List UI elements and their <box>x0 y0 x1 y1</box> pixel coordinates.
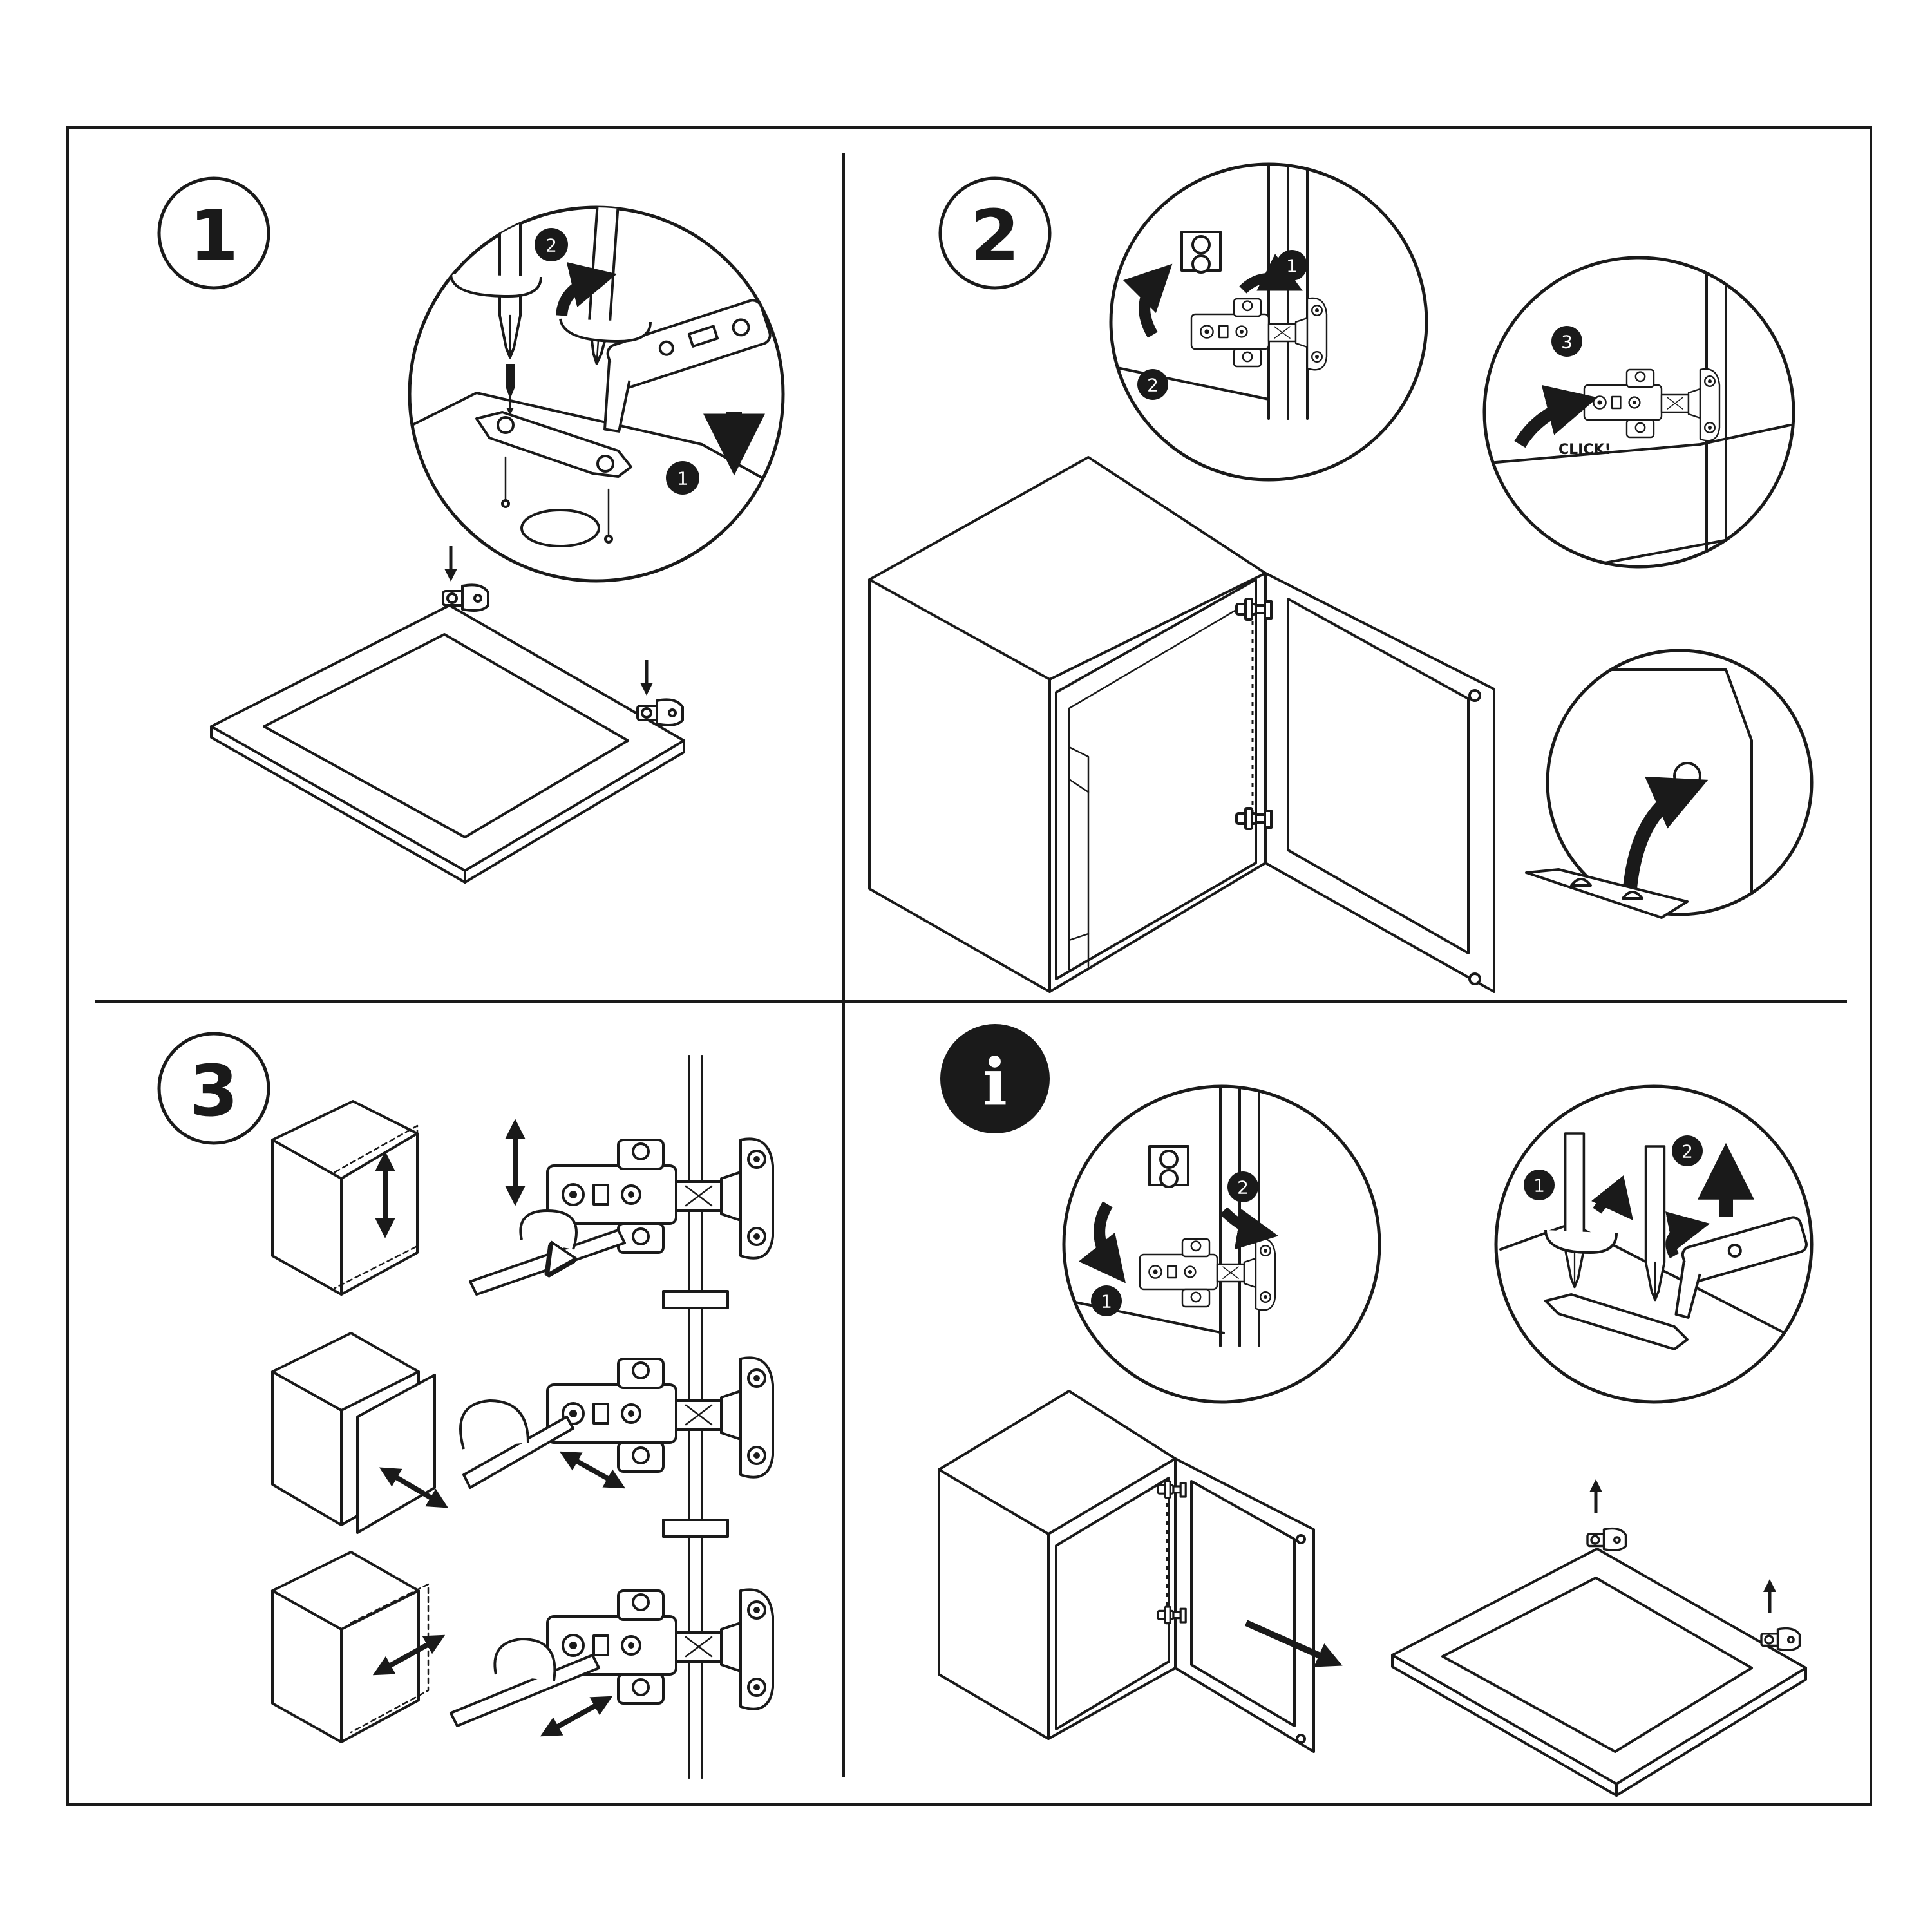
info-marker <box>940 1024 1050 1133</box>
outer-frame <box>66 126 1872 1806</box>
svg-text:2: 2 <box>1147 375 1159 396</box>
panel-step-3: 3 <box>157 1032 774 1779</box>
hinge-icon-door-b <box>636 698 684 726</box>
panel-info: i 1 2 <box>938 1024 1814 1797</box>
callout-badge-1 <box>1524 1170 1555 1200</box>
hinge-icon <box>603 299 772 433</box>
callout-badge-2 <box>1137 369 1168 400</box>
step-number-1: 1 <box>189 194 239 277</box>
zoom-release-hinge: 1 2 <box>1062 1084 1381 1404</box>
callout-badge-1 <box>1276 250 1307 281</box>
step-marker-3 <box>157 1032 270 1145</box>
svg-text:3: 3 <box>1561 332 1573 353</box>
click-label: CLICK! <box>1558 442 1611 458</box>
callout-badge-1 <box>1091 1285 1122 1316</box>
zoom-unscrew-hinge: 1 2 <box>1494 1084 1814 1404</box>
svg-text:2: 2 <box>1237 1177 1249 1198</box>
svg-text:1: 1 <box>1101 1291 1112 1312</box>
panel-step-2: 2 1 2 <box>868 162 1814 993</box>
panel-step-1: 1 <box>157 176 785 884</box>
zoom-drill-screw: 1 2 <box>408 205 785 583</box>
hinge-icon-adjust-height <box>546 1137 774 1260</box>
cabinet-door-removal <box>938 1390 1343 1753</box>
svg-text:1: 1 <box>677 468 688 489</box>
cube-side-adjust <box>271 1551 446 1743</box>
door-panel <box>210 546 685 884</box>
step-number-3: 3 <box>189 1050 239 1132</box>
info-letter: i <box>983 1044 1007 1120</box>
hinge-hole <box>520 509 600 547</box>
zoom-clip-hinge: 1 2 <box>1109 162 1428 482</box>
svg-text:1: 1 <box>1286 256 1298 277</box>
zoom-door-bumper <box>1525 649 1814 919</box>
callout-badge-3 <box>1551 326 1582 357</box>
svg-text:2: 2 <box>545 235 557 256</box>
callout-badge-2 <box>535 228 568 261</box>
direction-arrow-icon <box>1244 1620 1343 1667</box>
svg-text:1: 1 <box>1533 1175 1545 1197</box>
callout-badge-2 <box>1672 1135 1703 1166</box>
hinge-icon-bottom <box>1235 807 1273 830</box>
zoom-click-hinge: CLICK! 3 <box>1482 256 1795 569</box>
screwdriver-icon <box>1564 1132 1586 1289</box>
step-marker-1 <box>157 176 270 290</box>
callout-badge-2 <box>1227 1171 1258 1202</box>
step-marker-2 <box>938 176 1052 290</box>
door-panel-removed <box>1391 1479 1807 1797</box>
cabinet <box>868 456 1495 993</box>
hinge-icon-adjust-side <box>546 1588 774 1710</box>
hinge-icon-top <box>1235 598 1273 621</box>
svg-text:2: 2 <box>1681 1141 1693 1162</box>
screwdriver-icon <box>498 207 522 359</box>
step-number-2: 2 <box>971 194 1020 277</box>
screwdriver-icon-2 <box>1644 1145 1666 1302</box>
cube-depth-adjust <box>271 1332 449 1534</box>
cube-height-adjust <box>271 1100 419 1296</box>
callout-badge-1 <box>666 461 699 495</box>
hinge-icon-adjust-depth <box>546 1356 774 1479</box>
rotate-arrow-icon <box>450 273 542 298</box>
